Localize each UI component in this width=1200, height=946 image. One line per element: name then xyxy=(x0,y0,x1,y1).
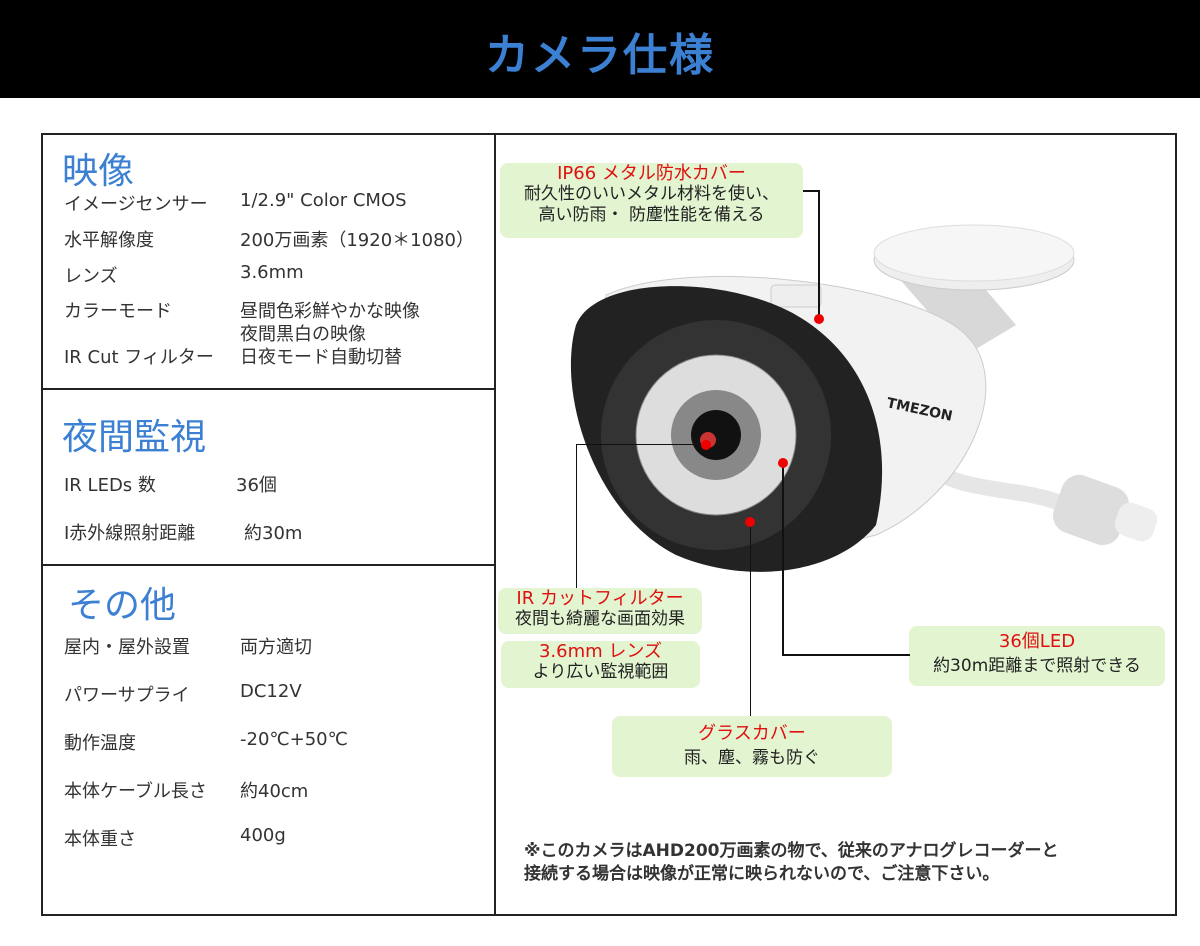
marker-dot xyxy=(745,517,755,527)
callout-text: より広い監視範囲 xyxy=(532,662,669,682)
spec-value: 400g xyxy=(240,825,286,846)
callout-text: 高い防雨・ 防塵性能を備える xyxy=(538,205,765,225)
spec-value: 両方適切 xyxy=(240,637,312,658)
spec-value: 夜間黒白の映像 xyxy=(240,324,366,345)
leader-line xyxy=(782,463,784,655)
spec-label: 本体ケーブル長さ xyxy=(64,781,207,802)
camera-cable xyxy=(921,458,1158,546)
section-title-video: 映像 xyxy=(62,151,135,192)
spec-value: 200万画素（1920＊1080） xyxy=(240,230,474,251)
leader-line xyxy=(750,522,751,716)
spec-label: 本体重さ xyxy=(64,829,136,850)
callout-text: 雨、塵、霧も防ぐ xyxy=(684,748,820,768)
divider xyxy=(494,133,496,914)
marker-dot xyxy=(701,440,711,450)
spec-value: 昼間色彩鮮やかな映像 xyxy=(240,301,420,322)
spec-label: イメージセンサー xyxy=(64,194,208,215)
leader-line xyxy=(576,444,577,588)
spec-value: -20℃+50℃ xyxy=(240,729,348,750)
spec-value: 36個 xyxy=(236,475,277,496)
spec-label: IR LEDs 数 xyxy=(64,475,156,496)
leader-line xyxy=(576,444,706,445)
callout-text: 耐久性のいいメタル材料を使い、 xyxy=(524,184,779,204)
divider xyxy=(41,388,495,390)
section-title-night: 夜間監視 xyxy=(62,417,207,458)
spec-label: カラーモード xyxy=(64,301,172,322)
camera-illustration: TMEZON xyxy=(570,224,1158,572)
page-title: カメラ仕様 xyxy=(485,30,715,81)
spec-label: 動作温度 xyxy=(64,733,136,754)
callout-glass: グラスカバー 雨、塵、霧も防ぐ xyxy=(612,716,892,777)
callout-cover: IP66 メタル防水カバー 耐久性のいいメタル材料を使い、 高い防雨・ 防塵性能… xyxy=(500,163,803,238)
callout-lens: 3.6mm レンズ より広い監視範囲 xyxy=(501,641,700,688)
callout-title: グラスカバー xyxy=(698,723,806,744)
spec-label: 屋内・屋外設置 xyxy=(64,637,190,658)
callout-title: IR カットフィルター xyxy=(516,588,684,609)
marker-dot xyxy=(778,458,788,468)
spec-value: 日夜モード自動切替 xyxy=(240,347,402,368)
header-bar xyxy=(0,0,1200,98)
callout-title: IP66 メタル防水カバー xyxy=(557,163,746,184)
section-title-other: その他 xyxy=(68,585,177,626)
leader-line xyxy=(782,654,910,656)
spec-value: 3.6mm xyxy=(240,262,304,283)
callout-title: 3.6mm レンズ xyxy=(538,641,663,662)
spec-frame xyxy=(41,133,1177,916)
note-line: 接続する場合は映像が正常に映られないので、ご注意下さい。 xyxy=(524,864,1000,884)
compatibility-note: ※このカメラはAHD200万画素の物で、従来のアナログレコーダーと 接続する場合… xyxy=(524,840,1059,886)
spec-value: DC12V xyxy=(240,681,302,702)
callout-led: 36個LED 約30m距離まで照射できる xyxy=(909,626,1165,686)
spec-value: 1/2.9" Color CMOS xyxy=(240,190,407,211)
spec-label: 水平解像度 xyxy=(64,230,154,251)
spec-value: 約30m xyxy=(244,523,303,544)
spec-label: レンズ xyxy=(64,266,118,287)
callout-ircut: IR カットフィルター 夜間も綺麗な画面効果 xyxy=(498,588,702,634)
spec-value: 約40cm xyxy=(240,781,309,802)
callout-title: 36個LED xyxy=(998,631,1076,652)
callout-text: 夜間も綺麗な画面効果 xyxy=(515,609,685,629)
leader-line xyxy=(803,190,819,192)
spec-label: IR Cut フィルター xyxy=(64,347,214,368)
spec-label: I赤外線照射距離 xyxy=(64,523,196,544)
camera-mount xyxy=(873,224,1075,355)
leader-line xyxy=(818,190,820,318)
note-line: ※このカメラはAHD200万画素の物で、従来のアナログレコーダーと xyxy=(524,841,1059,861)
spec-label: パワーサプライ xyxy=(64,685,190,706)
callout-text: 約30m距離まで照射できる xyxy=(933,656,1141,676)
sunshield-screw xyxy=(770,284,822,308)
divider xyxy=(41,564,495,566)
marker-dot xyxy=(814,314,824,324)
